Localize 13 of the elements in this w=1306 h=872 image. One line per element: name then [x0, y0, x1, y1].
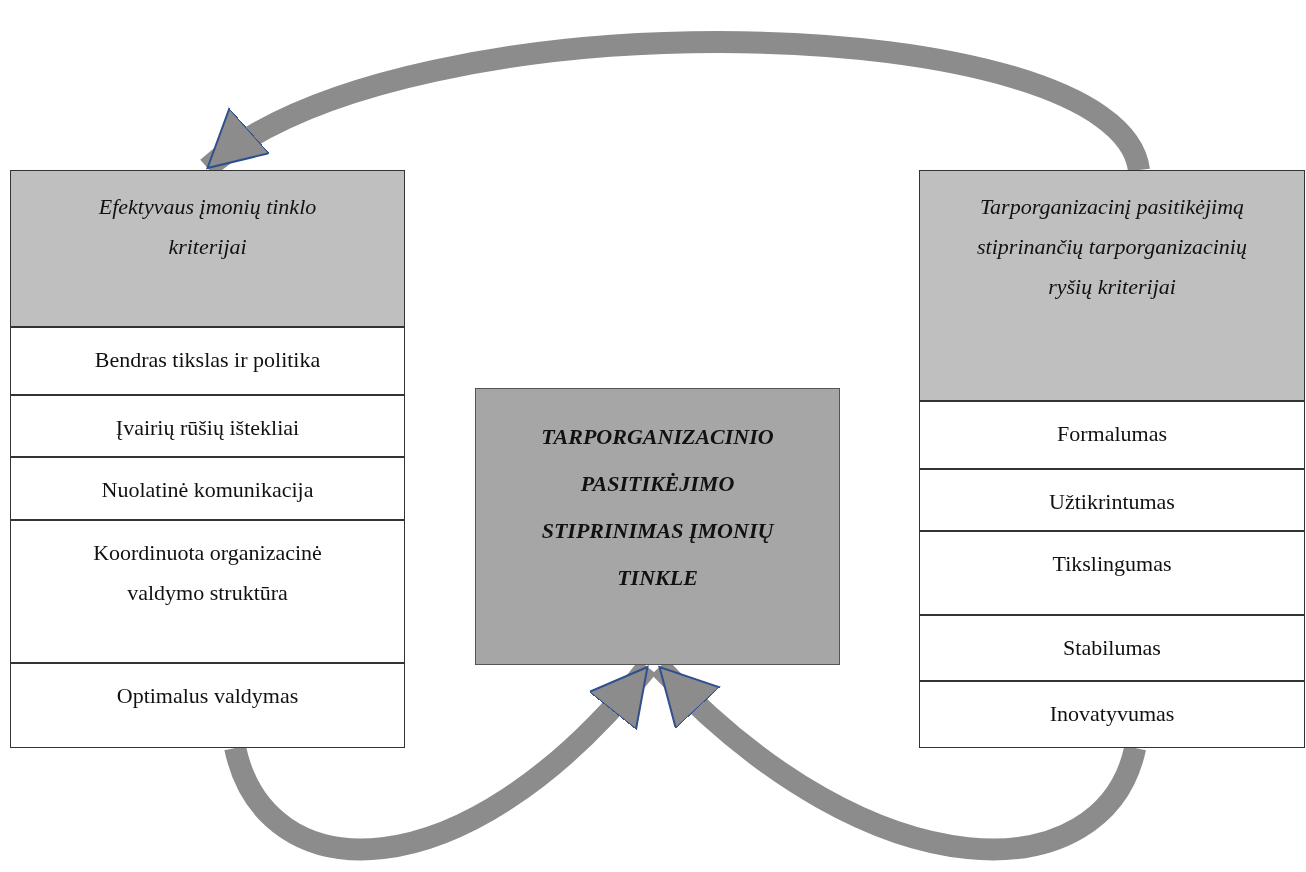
table-row: Nuolatinė komunikacija: [10, 457, 405, 520]
table-row: Formalumas: [919, 401, 1305, 469]
table-row: Koordinuota organizacinė valdymo struktūra: [10, 520, 405, 663]
table-row: Bendras tikslas ir politika: [10, 327, 405, 395]
table-row: Inovatyvumas: [919, 681, 1305, 748]
table-row: Optimalus valdymas: [10, 663, 405, 748]
table-row: Įvairių rūšių ištekliai: [10, 395, 405, 457]
table-row: Tikslingumas: [919, 531, 1305, 615]
table-row: Užtikrintumas: [919, 469, 1305, 531]
table-row: Stabilumas: [919, 615, 1305, 681]
center-box: TARPORGANIZACINIO PASITIKĖJIMO STIPRINIMAS ĮMONIŲ TINKLE: [475, 388, 840, 665]
table-header: Tarporganizacinį pasitikėjimą stiprinančių tarporganizacinių ryšių kriterijai: [919, 170, 1305, 401]
table-header: Efektyvaus įmonių tinklo kriterijai: [10, 170, 405, 327]
